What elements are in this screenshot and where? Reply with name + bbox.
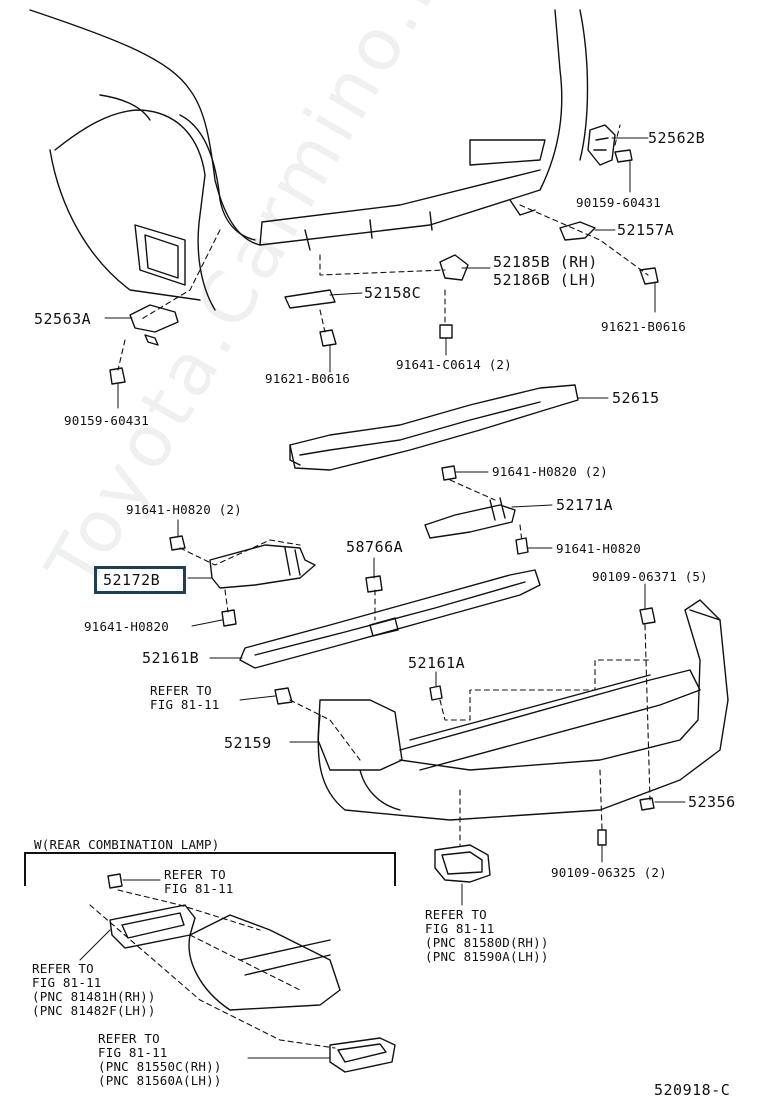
diagram-code: 520918-C [654, 1081, 731, 1099]
part-label-91641-H0820-right: 91641-H0820 [556, 541, 641, 556]
part-label-52157A: 52157A [617, 221, 675, 239]
highlighted-part-box[interactable]: 52172B [94, 566, 186, 594]
part-label-91641-H0820-left: 91641-H0820 [84, 619, 169, 634]
part-label-52171A: 52171A [556, 496, 614, 514]
part-label-52159: 52159 [224, 734, 272, 752]
part-label-52186B: 52186B (LH) [493, 271, 598, 289]
fog-lamp-housing [434, 844, 491, 883]
side-brackets [169, 465, 529, 627]
refer-label-main: REFER TO FIG 81-11 [150, 683, 220, 712]
part-label-52185B: 52185B (RH) [493, 253, 598, 271]
inset-title: W(REAR COMBINATION LAMP) [32, 837, 222, 852]
part-label-90159-60431-left: 90159-60431 [64, 413, 149, 428]
part-label-52562B: 52562B [648, 129, 706, 147]
part-label-52563A: 52563A [34, 310, 92, 328]
part-label-52172B: 52172B [103, 571, 161, 589]
part-label-52356: 52356 [688, 793, 736, 811]
part-label-90109-06325: 90109-06325 (2) [551, 865, 667, 880]
part-label-91641-H0820-2-right: 91641-H0820 (2) [492, 464, 608, 479]
part-label-91641-C0614: 91641-C0614 (2) [396, 357, 512, 372]
part-label-52161A: 52161A [408, 654, 466, 672]
leader-lines [79, 137, 686, 1059]
part-label-91641-H0820-2-left: 91641-H0820 (2) [126, 502, 242, 517]
rear-reinforcement [289, 384, 579, 471]
vehicle-body-outline [29, 9, 589, 311]
part-label-90159-60431-top: 90159-60431 [576, 195, 661, 210]
inset-refer-1: REFER TO FIG 81-11 [164, 867, 234, 896]
bumper-absorber-strip [239, 569, 541, 669]
inset-refer-3: REFER TO FIG 81-11 (PNC 81550C(RH)) (PNC… [98, 1031, 222, 1088]
part-label-91621-B0616-left: 91621-B0616 [265, 371, 350, 386]
part-label-52158C: 52158C [364, 284, 422, 302]
inset-refer-2: REFER TO FIG 81-11 (PNC 81481H(RH)) (PNC… [32, 961, 156, 1018]
refer-label-fog-lamp: REFER TO FIG 81-11 (PNC 81580D(RH)) (PNC… [425, 907, 549, 964]
part-label-91621-B0616-right: 91621-B0616 [601, 319, 686, 334]
inset-frame [24, 852, 396, 886]
part-label-58766A: 58766A [346, 538, 404, 556]
inset-lamp-parts [107, 873, 396, 1073]
part-label-52161B: 52161B [142, 649, 200, 667]
part-label-52615: 52615 [612, 389, 660, 407]
dashed-leader-lines [89, 124, 651, 1049]
bumper-cover [274, 599, 729, 846]
part-label-90109-06371: 90109-06371 (5) [592, 569, 708, 584]
